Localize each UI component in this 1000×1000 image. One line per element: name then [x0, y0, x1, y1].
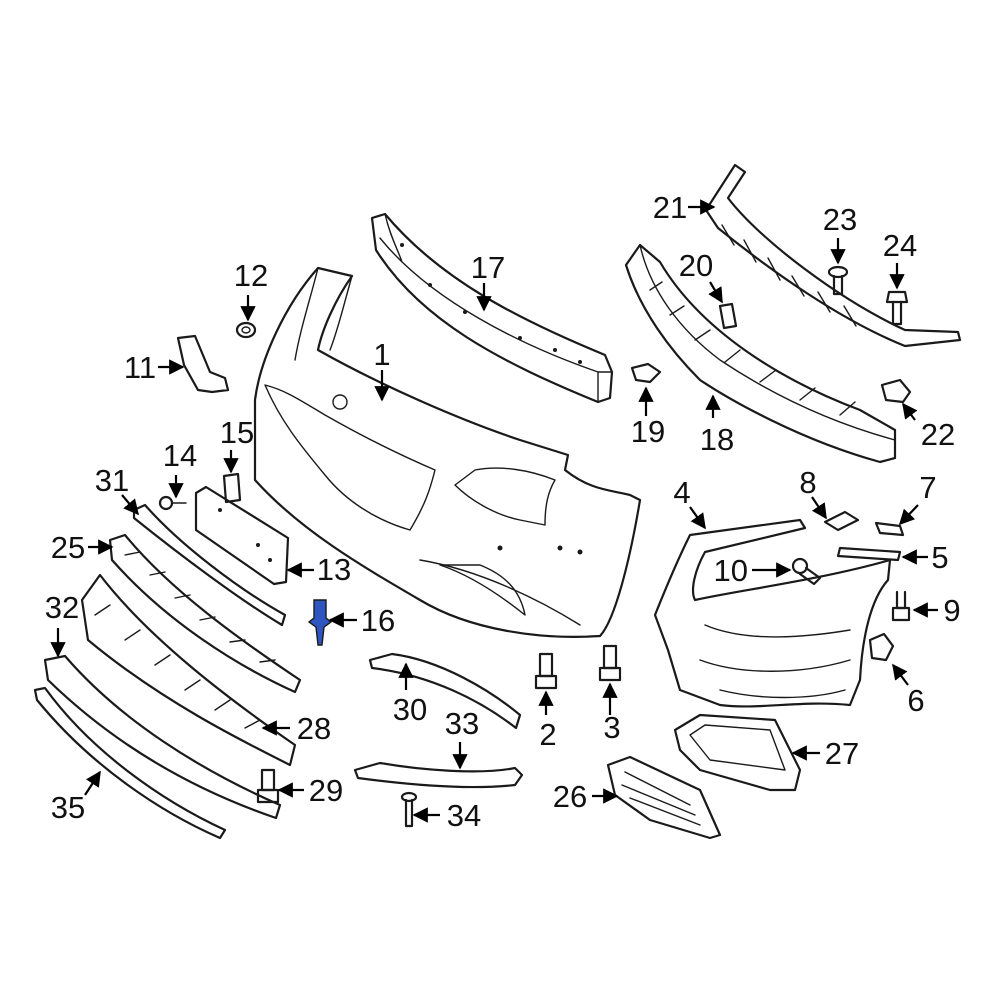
part-30-trim-molding[interactable]: [368, 652, 522, 730]
callout-20: 20: [679, 248, 713, 283]
part-27-bezel[interactable]: [673, 713, 802, 792]
callout-27: 27: [825, 736, 859, 771]
callout-5: 5: [931, 540, 948, 575]
part-24-bolt[interactable]: [885, 290, 909, 326]
callout-13: 13: [317, 552, 351, 587]
callout-19: 19: [631, 414, 665, 449]
callout-9: 9: [943, 593, 960, 628]
part-16-push-pin[interactable]: [307, 599, 333, 646]
part-22-nut[interactable]: [880, 378, 912, 404]
part-2-bolt[interactable]: [534, 652, 558, 690]
part-10-bolt[interactable]: [791, 557, 822, 586]
part-21-guide-bracket[interactable]: [704, 163, 962, 348]
part-7-clip[interactable]: [874, 521, 905, 537]
part-26-grille-insert[interactable]: [606, 755, 722, 840]
callout-3: 3: [603, 710, 620, 745]
callout-1: 1: [373, 337, 390, 372]
callout-23: 23: [823, 202, 857, 237]
leader-lines: [50, 199, 938, 823]
callout-29: 29: [309, 773, 343, 808]
part-15-clip[interactable]: [222, 472, 242, 504]
callout-8: 8: [799, 465, 816, 500]
callout-22: 22: [921, 417, 955, 452]
callout-33: 33: [445, 706, 479, 741]
part-3-bolt[interactable]: [598, 644, 622, 682]
callout-12: 12: [234, 258, 268, 293]
callout-24: 24: [883, 228, 917, 263]
part-25-grille-upper[interactable]: [108, 533, 302, 694]
callout-30: 30: [393, 692, 427, 727]
callout-6: 6: [907, 683, 924, 718]
callout-4: 4: [673, 475, 690, 510]
callout-18: 18: [700, 422, 734, 457]
callout-28: 28: [297, 711, 331, 746]
part-6-nut[interactable]: [868, 632, 895, 662]
part-4-bracket-assembly[interactable]: [653, 518, 892, 708]
part-31-grille-strip[interactable]: [132, 503, 287, 627]
callout-31: 31: [95, 463, 129, 498]
part-35-spoiler-strip[interactable]: [33, 686, 227, 840]
part-8-bolt[interactable]: [823, 510, 860, 532]
callout-7: 7: [919, 470, 936, 505]
part-13-license-bracket[interactable]: [194, 485, 290, 586]
part-5-trim-strip[interactable]: [836, 546, 902, 562]
callout-34: 34: [447, 798, 481, 833]
part-18-energy-absorber[interactable]: [624, 243, 897, 464]
callout-21: 21: [653, 190, 687, 225]
callout-labels: 1 2 3 4 5 6 7 8 9 10 11 12 13 14 15 16 1…: [45, 190, 961, 833]
part-34-rivet[interactable]: [400, 791, 418, 828]
part-20-clip[interactable]: [718, 302, 738, 330]
part-11-side-bracket[interactable]: [176, 334, 230, 394]
part-12-nut[interactable]: [235, 321, 257, 339]
callout-35: 35: [51, 790, 85, 825]
callout-25: 25: [51, 530, 85, 565]
callout-15: 15: [220, 415, 254, 450]
callout-16: 16: [361, 603, 395, 638]
callout-32: 32: [45, 590, 79, 625]
callout-17: 17: [471, 250, 505, 285]
callout-14: 14: [163, 438, 197, 473]
part-9-bolt[interactable]: [891, 590, 911, 622]
part-23-bolt[interactable]: [827, 265, 849, 296]
callout-2: 2: [539, 717, 556, 752]
callout-11: 11: [124, 350, 156, 385]
part-14-screw[interactable]: [158, 495, 187, 511]
part-1-bumper-cover[interactable]: [253, 266, 642, 638]
part-32-lower-grille[interactable]: [43, 654, 282, 820]
part-28-grille-main[interactable]: [80, 573, 297, 767]
part-17-reinforcement-bar[interactable]: [370, 212, 614, 404]
part-33-lower-molding[interactable]: [353, 761, 524, 789]
callout-10: 10: [714, 553, 748, 588]
part-29-bolt[interactable]: [256, 768, 280, 804]
callout-26: 26: [553, 779, 587, 814]
part-19-clip[interactable]: [630, 362, 662, 384]
